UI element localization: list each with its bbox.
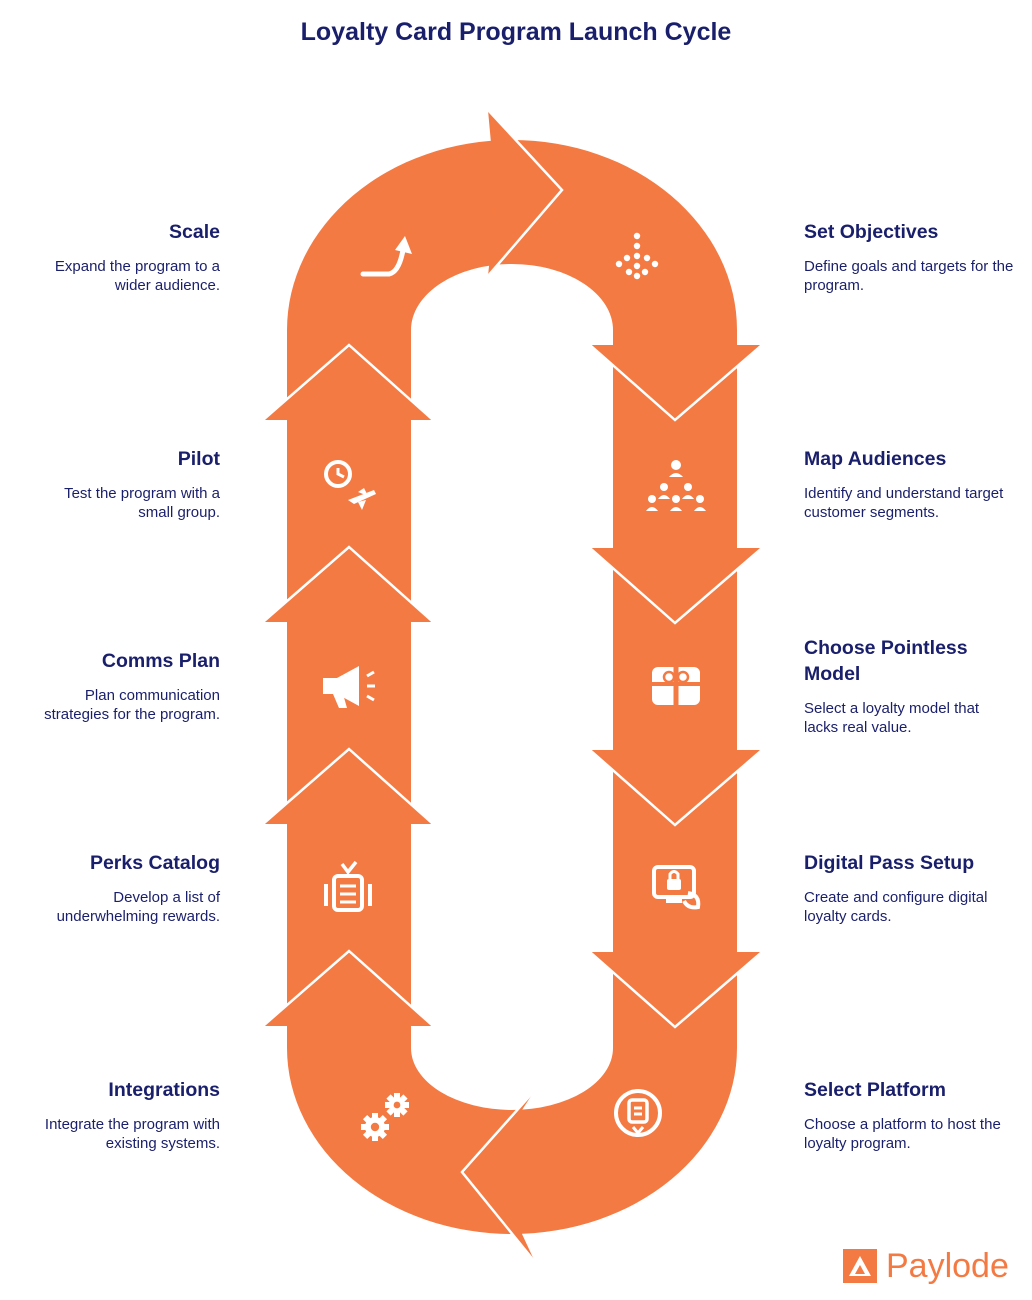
gears-icon (361, 1093, 409, 1141)
step-desc-select-platform: Choose a platform to host the loyalty pr… (804, 1116, 1001, 1152)
step-desc-comms-plan: Plan communication strategies for the pr… (44, 687, 220, 723)
step-title-select-platform: Select Platform (804, 1079, 946, 1101)
step-desc-set-objectives: Define goals and targets for the program… (804, 258, 1014, 294)
step-desc-digital-pass-setup: Create and configure digital loyalty car… (804, 889, 988, 925)
step-title-scale: Scale (169, 221, 220, 243)
step-desc-pilot: Test the program with a small group. (64, 485, 220, 521)
platform-document-icon (614, 1089, 662, 1137)
audience-hierarchy-icon (646, 460, 706, 511)
step-desc-choose-pointless-model: Select a loyalty model that lacks real v… (804, 700, 980, 736)
brand-name: Paylode (886, 1247, 1009, 1285)
cycle-icons (323, 232, 706, 1141)
step-desc-scale: Expand the program to a wider audience. (54, 258, 220, 294)
step-title-perks-catalog: Perks Catalog (89, 852, 220, 874)
page-title: Loyalty Card Program Launch Cycle (300, 18, 732, 46)
step-title-digital-pass-setup: Digital Pass Setup (804, 852, 975, 874)
brand-logo: Paylode (843, 1244, 1009, 1288)
paylode-logo-icon (843, 1249, 877, 1283)
clock-plane-icon (324, 460, 376, 510)
step-title-choose-pointless-model: Choose Pointless Model (804, 637, 968, 685)
step-title-integrations: Integrations (108, 1079, 220, 1101)
arrow-up-right-icon (360, 236, 412, 277)
megaphone-icon (323, 666, 375, 708)
cycle-loop (262, 109, 763, 1263)
secure-device-icon (652, 865, 701, 910)
step-title-comms-plan: Comms Plan (101, 650, 220, 672)
step-desc-integrations: Integrate the program with existing syst… (44, 1116, 220, 1152)
step-desc-map-audiences: Identify and understand target customer … (804, 485, 1004, 521)
step-title-map-audiences: Map Audiences (804, 448, 947, 470)
step-title-pilot: Pilot (177, 448, 220, 470)
step-desc-perks-catalog: Develop a list of underwhelming rewards. (56, 889, 220, 925)
gift-card-icon (652, 667, 700, 705)
branching-dots-icon (615, 232, 659, 280)
catalog-list-icon (324, 860, 372, 912)
step-title-set-objectives: Set Objectives (804, 221, 939, 243)
